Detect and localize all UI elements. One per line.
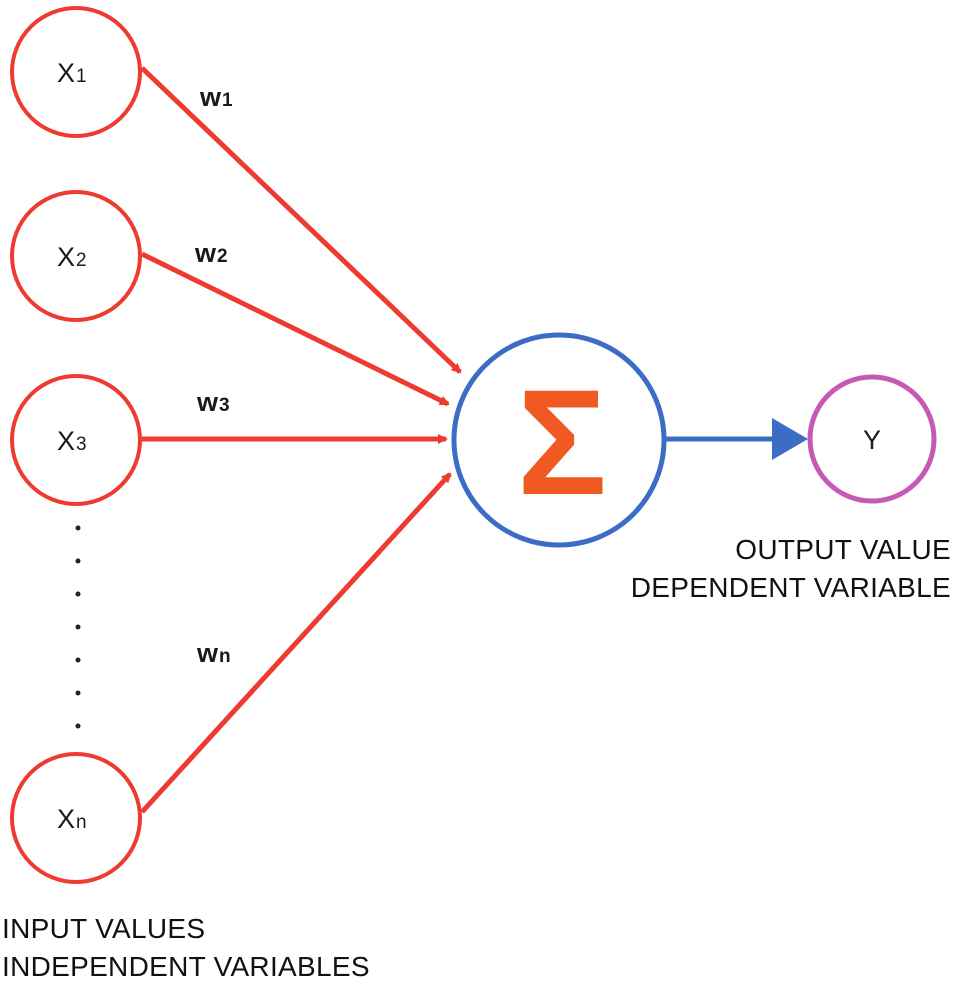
- weight-label-2: w2: [194, 238, 228, 268]
- input-label-x3: X3: [57, 426, 87, 456]
- input-caption: INPUT VALUES INDEPENDENT VARIABLES: [2, 910, 370, 986]
- output-arrowhead: [772, 418, 808, 460]
- input-caption-line2: INDEPENDENT VARIABLES: [2, 951, 370, 982]
- weight-label-n: wn: [196, 638, 231, 668]
- weight-label-3: w3: [196, 387, 230, 417]
- output-node: [807, 374, 937, 504]
- output-caption-line1: OUTPUT VALUE: [735, 534, 951, 565]
- input-label-x2: X2: [57, 242, 87, 272]
- input-label-x1: X1: [57, 58, 87, 88]
- weight-arrow-1: [140, 66, 462, 374]
- sigma-icon: Σ: [517, 358, 607, 526]
- output-label: Y: [863, 425, 881, 455]
- ellipsis-dots: [75, 525, 81, 729]
- input-node-x1: [10, 6, 142, 138]
- input-node-xn: [10, 752, 142, 884]
- input-node-x2: [10, 190, 142, 322]
- output-caption-line2: DEPENDENT VARIABLE: [630, 572, 951, 603]
- input-node-x3: [10, 374, 142, 506]
- weight-label-1: w1: [199, 82, 233, 112]
- sum-node: [451, 332, 667, 548]
- output-caption: OUTPUT VALUE DEPENDENT VARIABLE: [631, 531, 951, 607]
- input-caption-line1: INPUT VALUES: [2, 913, 206, 944]
- weight-arrow-n: [140, 472, 452, 814]
- weight-arrow-2: [140, 251, 450, 407]
- input-label-xn: Xn: [57, 804, 87, 834]
